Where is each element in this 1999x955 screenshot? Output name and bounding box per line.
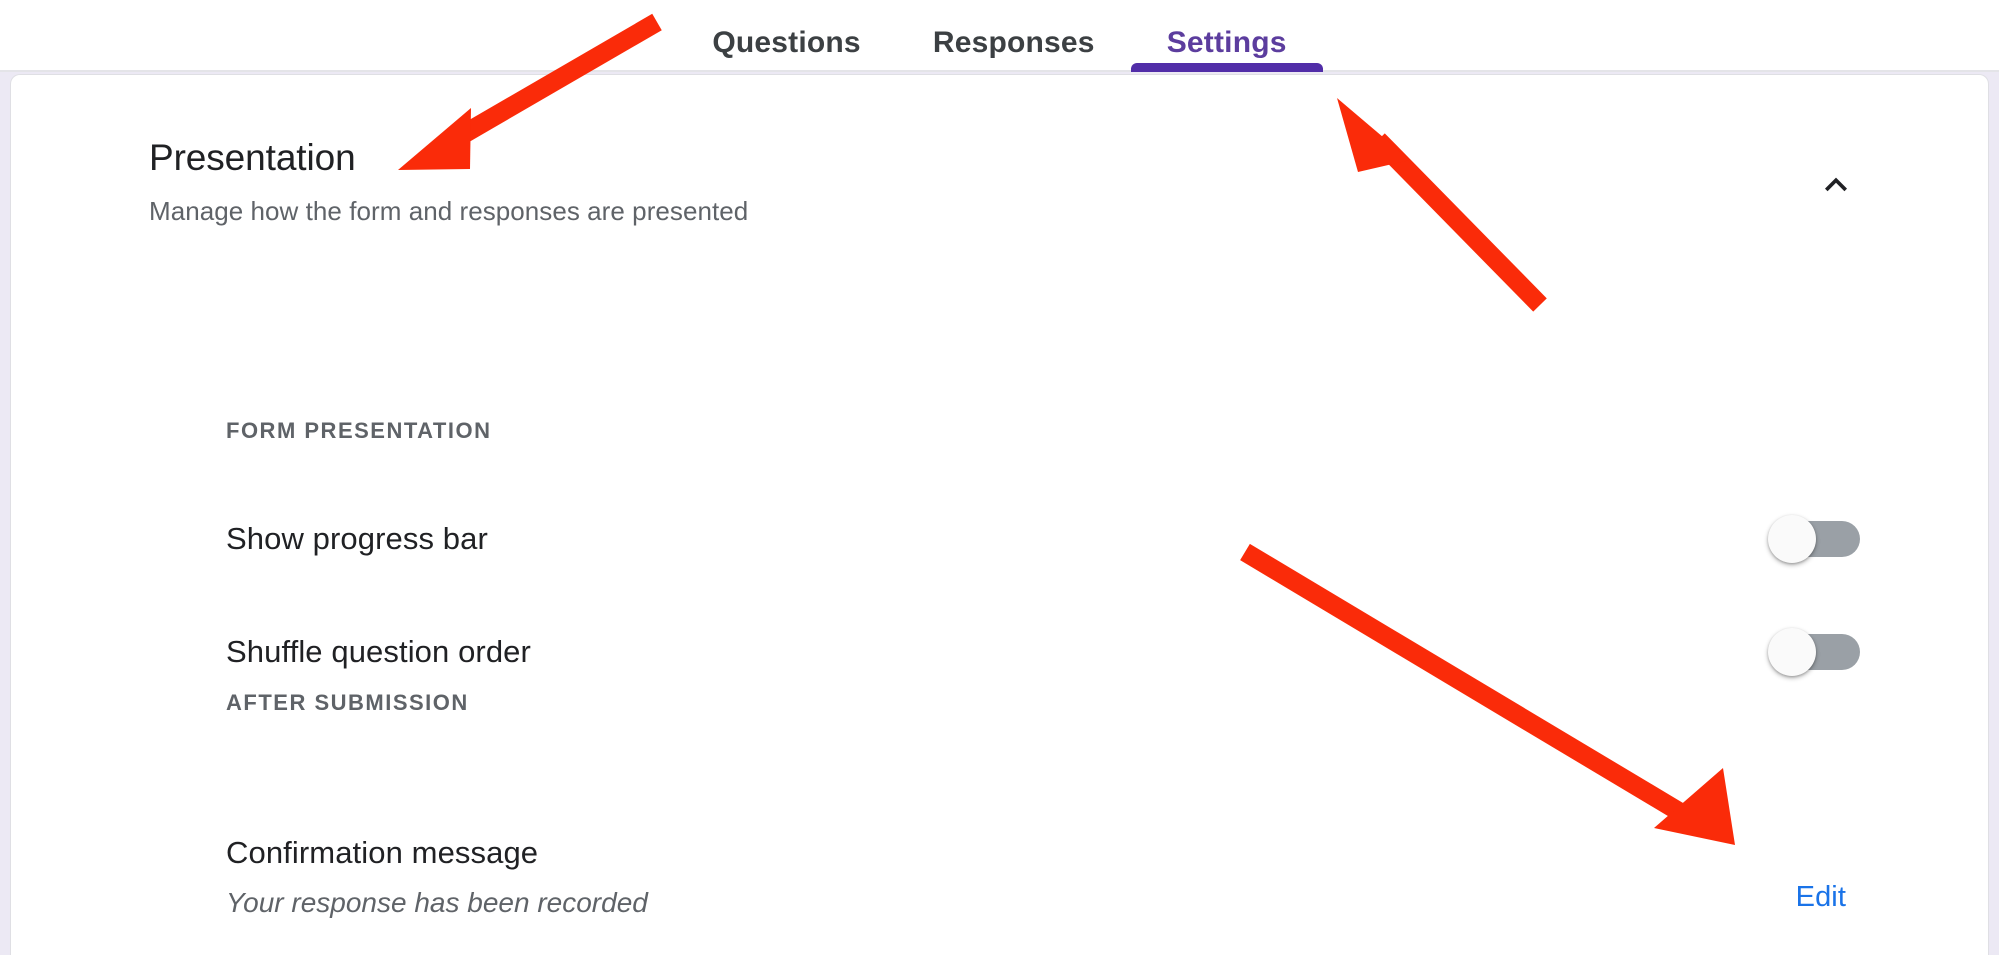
toggle-knob [1768, 628, 1816, 676]
tab-responses-label: Responses [932, 26, 1095, 59]
confirmation-message-value: Your response has been recorded [226, 887, 648, 918]
presentation-settings-card: Presentation Manage how the form and res… [10, 74, 1989, 955]
tab-responses[interactable]: Responses [897, 0, 1131, 72]
tab-active-underline [1130, 63, 1323, 72]
row-confirmation-message: Confirmation message Your response has b… [226, 835, 1868, 945]
row-label-shuffle-question-order: Shuffle question order [226, 634, 531, 669]
page-title: Presentation [149, 137, 356, 178]
tab-settings[interactable]: Settings [1130, 0, 1323, 72]
collapse-section-button[interactable] [1804, 153, 1868, 217]
group-label-after-submission: AFTER SUBMISSION [226, 690, 469, 715]
row-shuffle-question-order: Shuffle question order [226, 620, 1868, 684]
row-label-show-progress-bar: Show progress bar [226, 521, 488, 556]
form-tab-bar: Questions Responses Settings [0, 0, 1999, 72]
toggle-shuffle-question-order[interactable] [1768, 628, 1860, 676]
row-label-confirmation-message: Confirmation message [226, 835, 539, 870]
tab-questions-label: Questions [712, 26, 861, 59]
confirmation-message-block: Confirmation message Your response has b… [226, 835, 648, 919]
row-show-progress-bar: Show progress bar [226, 507, 1868, 571]
edit-confirmation-message-link[interactable]: Edit [1795, 881, 1846, 913]
section-subtitle: Manage how the form and responses are pr… [149, 195, 749, 226]
toggle-knob [1768, 515, 1816, 563]
tab-list: Questions Responses Settings [0, 0, 1999, 72]
tab-questions[interactable]: Questions [676, 0, 897, 72]
group-label-form-presentation: FORM PRESENTATION [226, 418, 492, 443]
chevron-up-icon [1814, 163, 1858, 207]
section-header: Presentation Manage how the form and res… [149, 137, 1709, 227]
tab-settings-label: Settings [1166, 26, 1287, 59]
toggle-show-progress-bar[interactable] [1768, 515, 1860, 563]
